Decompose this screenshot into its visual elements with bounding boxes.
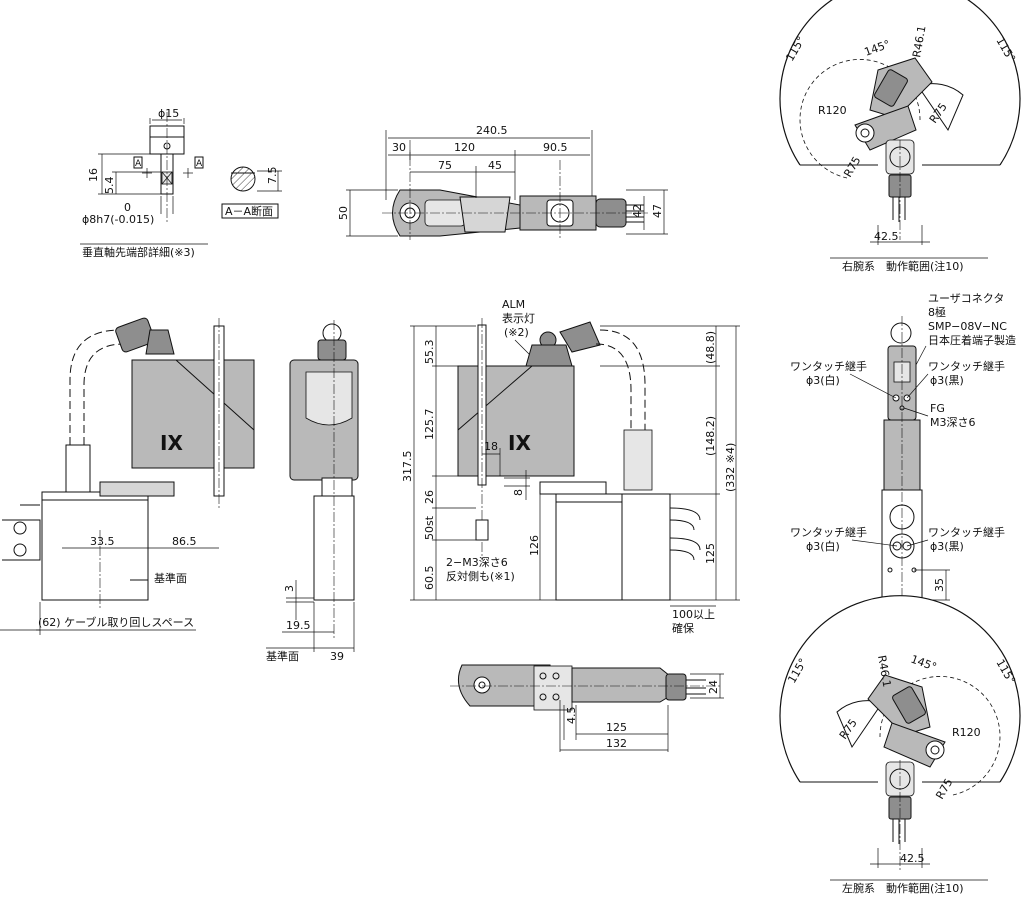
left-r120: R120 [952, 726, 981, 739]
dim-42: 42 [631, 204, 644, 218]
left-dim-42-5: 42.5 [900, 852, 925, 865]
main-connector [559, 321, 601, 353]
dim-75: 75 [438, 159, 452, 172]
section-mark-a-left-text: A [135, 159, 142, 169]
joint-left-4: ϕ3(白) [806, 539, 840, 553]
right-arm-range: 42.5 115° 115° 145° R46.1 R120 R75 R75 右… [779, 0, 1021, 273]
fg-label-1: FG [930, 402, 945, 415]
m3-label-2: 反対側も(※1) [446, 569, 515, 583]
dim-26: 26 [423, 490, 436, 504]
dim-zero: 0 [124, 201, 131, 214]
bottom-dim-24: 24 [707, 680, 720, 694]
left-dim-33-5: 33.5 [90, 535, 115, 548]
section-mark-a-right [194, 156, 204, 169]
dim-100-2: 確保 [672, 621, 694, 635]
dim-16: 16 [87, 168, 100, 182]
dim-48-8: (48.8) [704, 331, 717, 364]
user-connector-3: SMP−08V−NC [928, 320, 1007, 333]
section-aa-label-box [221, 203, 279, 219]
dim-55-3: 55.3 [423, 340, 436, 365]
left-dim-86-5: 86.5 [172, 535, 197, 548]
shaft-detail-caption: 垂直軸先端部詳細(※3) [82, 245, 195, 259]
alm-label-2: 表示灯 [502, 311, 535, 325]
dim-30: 30 [392, 141, 406, 154]
dim-47: 47 [651, 204, 664, 218]
left-arm-range: 42.5 115° 115° 145° R46.1 R75 R120 R75 左… [779, 595, 1021, 895]
section-aa-circle [230, 166, 256, 192]
dim-50st: 50st [423, 515, 436, 540]
left-logo: IX [160, 431, 183, 455]
dim-50: 50 [337, 206, 350, 220]
user-connector-4: 日本圧着端子製造 [928, 333, 1016, 347]
bottom-dim-132: 132 [606, 737, 627, 750]
section-mark-a-right-text: A [196, 159, 203, 169]
joint-right-4: ϕ3(黒) [930, 540, 964, 553]
bottom-plan-view: 24 4.5 125 132 [450, 664, 724, 752]
joint-right-3: ワンタッチ継手 [928, 525, 1005, 539]
dim-phi15: ϕ15 [158, 107, 179, 120]
joint-left-2: ϕ3(白) [806, 373, 840, 387]
bottom-arm-plate [533, 665, 573, 711]
right-arm-caption: 右腕系 動作範囲(注10) [842, 259, 964, 273]
joint-right-1: ワンタッチ継手 [928, 359, 1005, 373]
shaft-detail: ϕ15 16 5.4 A A 0 ϕ8h7(-0.015) 垂直軸先端部詳細(※… [80, 107, 282, 259]
m3-label-1: 2−M3深さ6 [446, 556, 508, 569]
left-arm-caption: 左腕系 動作範囲(注10) [842, 881, 964, 895]
dim-phi8: ϕ8h7(-0.015) [82, 213, 154, 226]
top-plan-view: 240.5 30 120 90.5 75 45 50 47 42 [337, 124, 668, 240]
section-aa-label: A－A断面 [225, 204, 273, 218]
front-dim-19-5: 19.5 [286, 619, 311, 632]
dim-45: 45 [488, 159, 502, 172]
right-r46: R46.1 [910, 25, 928, 59]
right-r120: R120 [818, 104, 847, 117]
dim-126: 126 [528, 535, 541, 556]
left-base [41, 491, 149, 601]
section-mark-a-left [133, 156, 143, 169]
dim-317-5: 317.5 [401, 451, 414, 483]
fg-label-2: M3深さ6 [930, 416, 976, 429]
main-logo: IX [508, 431, 531, 455]
dim-100-1: 100以上 [672, 608, 715, 621]
left-cable-space: (62) ケーブル取り回しスペース [38, 615, 194, 629]
bottom-dim-4-5: 4.5 [565, 707, 578, 725]
connector-dim-35: 35 [933, 578, 946, 592]
dim-125-7: 125.7 [423, 409, 436, 441]
dim-8: 8 [512, 489, 525, 496]
joint-right-2: ϕ3(黒) [930, 374, 964, 387]
dim-90-5: 90.5 [543, 141, 568, 154]
dim-18: 18 [484, 440, 498, 453]
dim-60-5: 60.5 [423, 566, 436, 591]
dim-5-4: 5.4 [103, 177, 116, 195]
user-connector-1: ユーザコネクタ [928, 292, 1004, 305]
dim-7-5: 7.5 [266, 167, 279, 185]
bottom-arm2 [571, 667, 671, 703]
dim-240-5: 240.5 [476, 124, 508, 137]
dim-332: (332 ※4) [724, 443, 737, 492]
user-connector-2: 8極 [928, 305, 946, 319]
plan-arm2-joint [459, 196, 511, 233]
left-r46: R46.1 [875, 654, 893, 688]
dim-120: 120 [454, 141, 475, 154]
dim-125: 125 [704, 543, 717, 564]
left-side-view: IX 33.5 86.5 基準面 (62) ケーブル取り回しスペース [0, 317, 255, 635]
left-connector [115, 317, 155, 353]
joint-left-1: ワンタッチ継手 [790, 359, 867, 373]
front-view: 3 19.5 基準面 39 [266, 320, 359, 663]
front-dim-3: 3 [283, 585, 296, 592]
main-arm-housing [457, 365, 575, 477]
left-datum: 基準面 [154, 571, 187, 585]
right-dim-42-5: 42.5 [874, 230, 899, 243]
alm-label-1: ALM [502, 298, 525, 311]
alm-label-3: (※2) [504, 326, 529, 339]
connector-detail: ユーザコネクタ 8極 SMP−08V−NC 日本圧着端子製造 ワンタッチ継手 ϕ… [790, 292, 1016, 610]
joint-left-3: ワンタッチ継手 [790, 525, 867, 539]
front-datum: 基準面 [266, 649, 299, 663]
left-arm-housing [131, 359, 255, 469]
dim-148-2: (148.2) [704, 416, 717, 456]
front-dim-39: 39 [330, 650, 344, 663]
main-side-view: ALM 表示灯 (※2) IX 55.3 125.7 26 50st 60. [401, 298, 740, 635]
bottom-dim-125: 125 [606, 721, 627, 734]
